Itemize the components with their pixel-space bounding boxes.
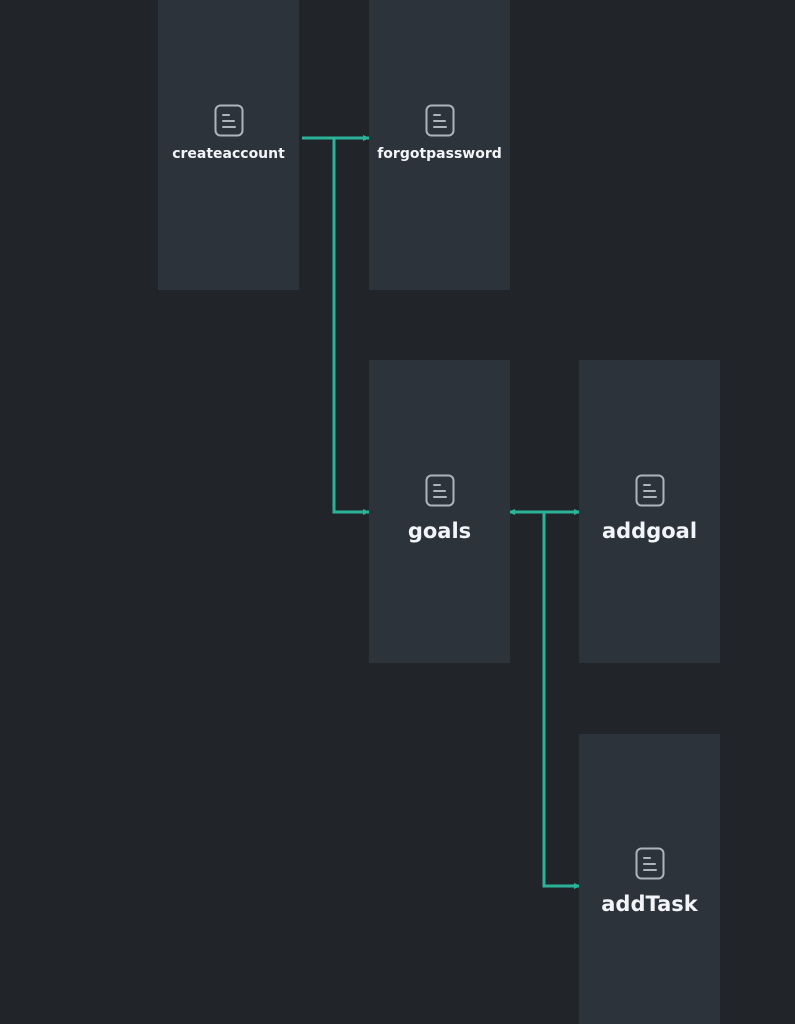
page-icon [425,474,454,507]
node-label-forgotpassword: forgotpassword [377,146,502,162]
page-icon [425,104,454,137]
node-addgoal[interactable]: addgoal [579,360,720,663]
node-label-createaccount: createaccount [172,146,285,162]
page-icon [635,474,664,507]
connector-createaccount-goals [332,138,370,515]
page-icon [214,104,243,137]
node-createaccount[interactable]: createaccount [158,0,299,290]
node-addtask[interactable]: addTask [579,734,720,1024]
node-label-addtask: addTask [601,892,698,916]
connector-goals-addtask [542,512,581,889]
node-goals[interactable]: goals [369,360,510,663]
node-forgotpassword[interactable]: forgotpassword [369,0,510,290]
node-label-goals: goals [407,519,472,543]
node-label-addgoal: addgoal [601,519,698,543]
page-icon [635,847,664,880]
